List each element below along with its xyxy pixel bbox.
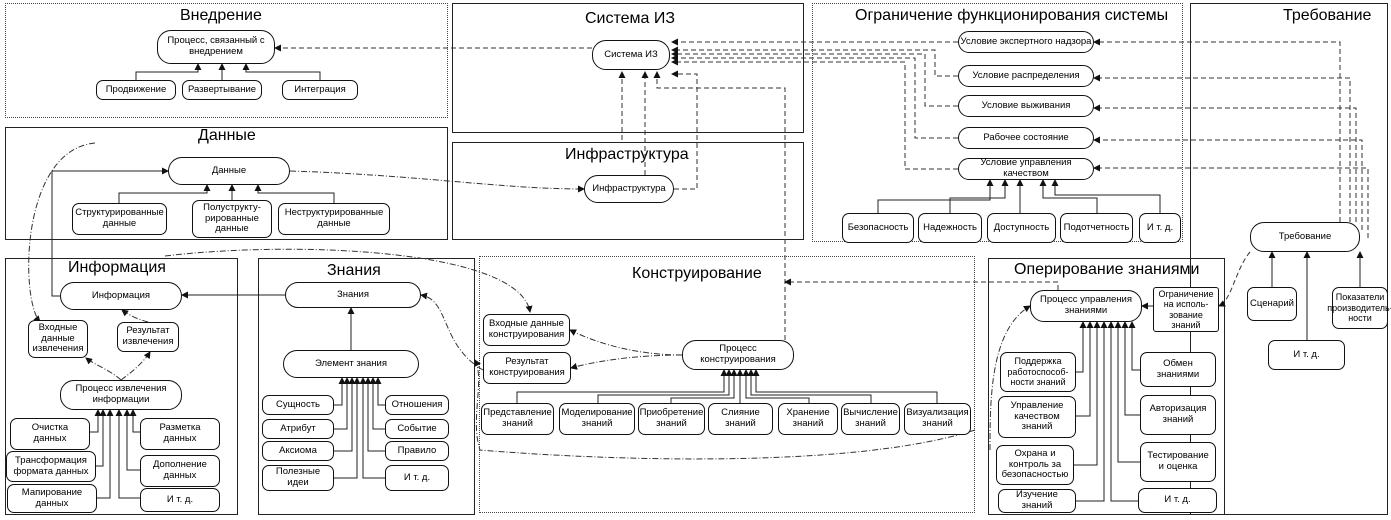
panel-infrastructure (452, 142, 804, 240)
node-data-augmentation: Дополнение данных (140, 455, 220, 487)
solid-arrows (51, 63, 1364, 502)
node-promotion: Продвижение (96, 80, 176, 100)
node-knowledge-element: Элемент знания (283, 350, 419, 378)
node-data-mapping: Мапирование данных (7, 484, 97, 513)
node-knowledge-maintenance: Поддержка работоспособ- ности знаний (1000, 352, 1076, 392)
dash-dot-arrows (28, 142, 1031, 460)
node-data-markup: Разметка данных (140, 418, 220, 450)
node-knowledge-fusion: Слияние знаний (708, 403, 773, 435)
node-availability: Доступность (987, 213, 1056, 243)
node-integration: Интеграция (282, 80, 358, 100)
panel-title: Система ИЗ (585, 10, 676, 27)
panel-title: Знания (327, 262, 381, 279)
panel-system (452, 3, 804, 133)
node-performance-metrics: Показатели производитель- ности (1327, 287, 1391, 329)
panel-title: Информация (68, 259, 166, 276)
panel-title: Данные (198, 127, 256, 144)
node-deployment-process: Процесс, связанный с внедрением (157, 30, 275, 64)
node-etc: И т. д. (140, 488, 220, 512)
node-data-cleaning: Очистка данных (10, 418, 90, 450)
node-knowledge-learning: Изучение знаний (998, 489, 1076, 513)
node-extraction-result: Результат извлечения (117, 322, 179, 352)
node-infrastructure: Инфраструктура (584, 175, 674, 203)
dashed-arrows (274, 38, 1369, 340)
node-etc: И т. д. (1139, 213, 1181, 243)
panel-deployment (5, 3, 448, 118)
node-knowledge-authorization: Авторизация знаний (1140, 395, 1216, 435)
node-axiom: Аксиома (262, 441, 334, 461)
node-quality-control: Условие управления качеством (958, 157, 1094, 180)
node-extraction-process: Процесс извлечения информации (60, 380, 182, 410)
node-format-transformation: Трансформация формата данных (6, 451, 96, 482)
node-entity: Сущность (262, 395, 334, 415)
node-usage-restriction: Ограничение на исполь- зование знаний (1153, 287, 1219, 332)
node-data: Данные (168, 157, 290, 185)
node-unstructured: Неструктурированные данные (278, 203, 390, 235)
node-distribution: Условие распределения (958, 65, 1094, 87)
node-useful-ideas: Полезные идеи (262, 465, 334, 491)
node-reliability: Надежность (918, 213, 982, 243)
node-etc: И т. д. (1268, 340, 1345, 370)
panel-data (5, 127, 448, 240)
node-knowledge-visualization: Визуализация знаний (904, 403, 971, 435)
node-etc: И т. д. (385, 465, 449, 491)
node-knowledge: Знания (285, 282, 421, 308)
node-information: Информация (60, 282, 182, 310)
node-security: Безопасность (842, 213, 914, 243)
panel-information (5, 258, 238, 515)
panel-knowledge (258, 258, 475, 515)
panel-requirement (1190, 3, 1388, 515)
node-security-control: Охрана и контроль за безопасностью (996, 445, 1074, 485)
node-relations: Отношения (385, 395, 449, 415)
node-knowledge-computation: Вычисление знаний (841, 403, 900, 435)
node-extraction-input: Входные данные извлечения (28, 320, 88, 358)
panel-title: Требование (1283, 7, 1372, 24)
panel-title: Оперирование знаниями (1014, 261, 1200, 278)
panel-title: Конструирование (632, 265, 762, 282)
panel-title: Внедрение (180, 7, 262, 24)
node-etc: И т. д. (1138, 488, 1217, 513)
node-scenario: Сценарий (1247, 287, 1297, 321)
panel-title: Ограничение функционирования системы (855, 7, 1169, 24)
node-knowledge-storage: Хранение знаний (778, 403, 838, 435)
node-attribute: Атрибут (262, 419, 334, 439)
node-testing-evaluation: Тестирование и оценка (1140, 442, 1216, 482)
node-rollout: Развертывание (182, 80, 262, 100)
panel-operation (988, 258, 1225, 515)
node-system: Система ИЗ (592, 40, 670, 70)
node-knowledge-modeling: Моделирование знаний (559, 403, 635, 435)
node-knowledge-representation: Представление знаний (481, 403, 554, 435)
node-knowledge-management-process: Процесс управления знаниями (1030, 290, 1142, 322)
node-accountability: Подотчетность (1060, 213, 1133, 243)
node-requirement: Требование (1250, 222, 1360, 252)
node-knowledge-quality: Управление качеством знаний (998, 396, 1076, 438)
node-event: Событие (385, 419, 449, 439)
node-expert-supervision: Условие экспертного надзора (958, 31, 1094, 53)
node-construction-process: Процесс конструирования (682, 340, 794, 370)
node-construction-input: Входные данные конструирования (483, 314, 570, 346)
node-semistructured: Полуструкту- рированные данные (192, 200, 272, 238)
node-survival: Условие выживания (958, 95, 1094, 117)
node-construction-result: Результат конструирования (483, 352, 571, 384)
node-rule: Правило (385, 441, 449, 461)
panel-title: Инфраструктура (565, 146, 689, 163)
node-knowledge-acquisition: Приобретение знаний (638, 403, 705, 435)
node-working-state: Рабочее состояние (958, 127, 1094, 149)
panel-construction (479, 256, 975, 513)
node-knowledge-exchange: Обмен знаниями (1140, 352, 1216, 387)
node-structured: Структурированные данные (72, 203, 167, 235)
